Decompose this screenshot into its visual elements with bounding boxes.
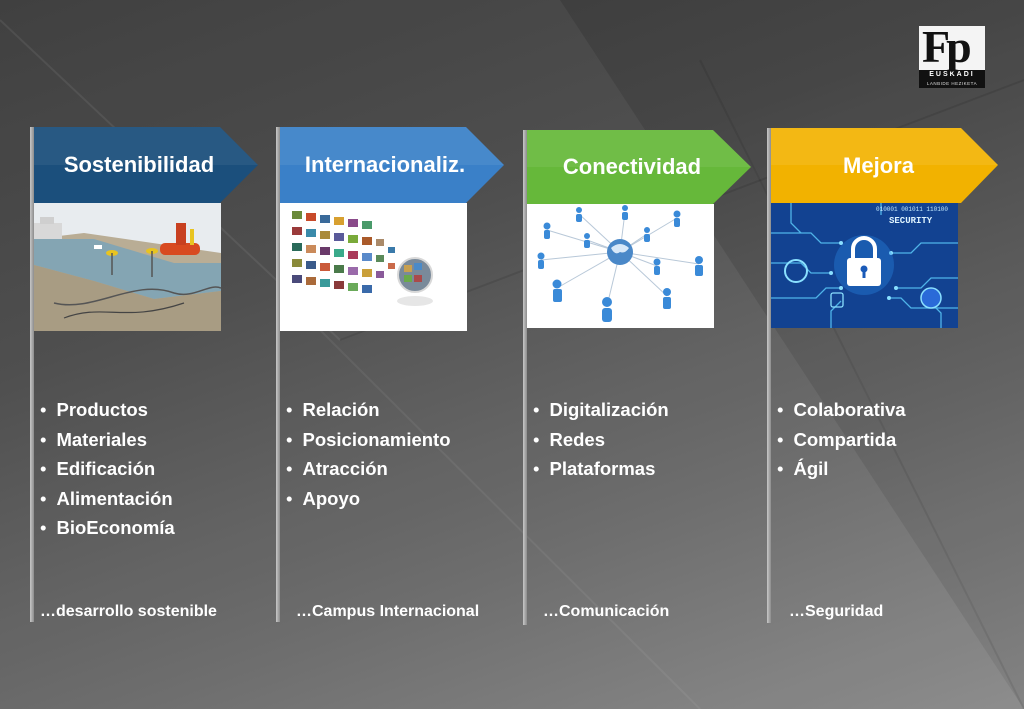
flag-title: Mejora — [843, 152, 914, 178]
flag-title: Conectividad — [562, 154, 702, 179]
flag-banner-conectividad — [527, 130, 751, 204]
bullet-item: Posicionamiento — [286, 425, 450, 455]
bullet-item: Compartida — [777, 425, 906, 455]
image-grid-sphere-image — [280, 203, 467, 331]
bullet-item: Apoyo — [286, 484, 451, 514]
column-footer: …Comunicación — [543, 603, 670, 620]
security-padlock-image: 010001 001011 110100 SECURITY — [771, 203, 958, 331]
logo-line2: LANBIDE HEZIKETA — [919, 79, 985, 88]
bullet-list: Colaborativa Compartida Ágil — [777, 395, 906, 484]
people-network-image — [527, 204, 714, 332]
logo-line1: EUSKADI — [919, 70, 985, 79]
bullet-item: Digitalización — [533, 395, 668, 425]
flag-title: Sostenibilidad — [63, 152, 215, 177]
flag-banner-sostenibilidad — [34, 127, 258, 203]
bullet-item: Colaborativa — [777, 395, 905, 425]
column-conectividad: Conectividad — [523, 130, 763, 625]
flag-pole — [30, 127, 34, 622]
bullet-item: Productos — [40, 395, 175, 425]
flag-title: Internacionaliz. — [304, 152, 466, 177]
bullet-item: Redes — [533, 425, 669, 455]
bullet-list: Productos Materiales Edificación Aliment… — [40, 395, 175, 543]
column-footer: …Campus Internacional — [296, 603, 480, 620]
bullet-item: Edificación — [40, 454, 175, 484]
bullet-item: Materiales — [40, 425, 175, 455]
fp-euskadi-logo: Fp EUSKADI LANBIDE HEZIKETA — [919, 21, 985, 88]
column-footer: …desarrollo sostenible — [40, 603, 217, 620]
bullet-list: Relación Posicionamiento Atracción Apoyo — [286, 395, 451, 514]
bullet-item: Plataformas — [533, 454, 669, 484]
flag-banner-mejora — [771, 128, 998, 203]
bullet-item: BioEconomía — [40, 513, 174, 543]
bullet-item: Atracción — [286, 454, 451, 484]
logo-mark-text: Fp — [922, 21, 972, 72]
flag-pole — [276, 127, 280, 622]
column-sostenibilidad: Sostenibilidad Productos Materiales Edif… — [30, 127, 270, 622]
flag-pole — [767, 128, 771, 623]
offshore-energy-image — [34, 203, 221, 331]
column-mejora: Mejora 010001 001011 110100 SECURITY — [767, 128, 1007, 623]
flag-banner-internacionalizacion — [280, 127, 504, 203]
column-footer: …Seguridad — [789, 603, 884, 620]
bullet-item: Alimentación — [40, 484, 175, 514]
flag-pole — [523, 130, 527, 625]
bullet-item: Ágil — [777, 454, 906, 484]
logo-mark: Fp — [919, 21, 985, 72]
bullet-list: Digitalización Redes Plataformas — [533, 395, 669, 484]
binary-text: 010001 001011 110100 — [876, 206, 948, 213]
column-internacionalizacion: Internacionaliz. — [276, 127, 516, 622]
bullet-item: Relación — [286, 395, 451, 425]
security-text: SECURITY — [889, 216, 933, 226]
